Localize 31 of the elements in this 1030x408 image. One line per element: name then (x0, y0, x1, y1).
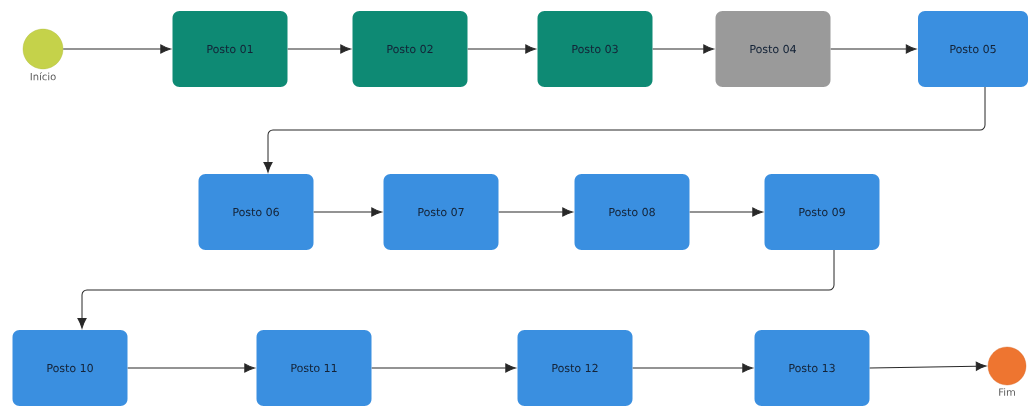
arrow (371, 363, 516, 373)
arrow (263, 86, 986, 173)
process-box: Posto 10 (12, 330, 128, 406)
process-box: Posto 12 (517, 330, 633, 406)
arrow (498, 207, 573, 217)
arrow (830, 44, 917, 54)
process-box: Posto 05 (918, 11, 1028, 87)
arrow (689, 207, 763, 217)
arrow (127, 363, 255, 373)
process-box: Posto 03 (537, 11, 653, 87)
arrow (652, 44, 714, 54)
process-box: Posto 06 (198, 174, 314, 250)
process-box: Posto 07 (383, 174, 499, 250)
process-box: Posto 04 (715, 11, 831, 87)
process-box: Posto 08 (574, 174, 690, 250)
arrow (313, 207, 382, 217)
terminal-circle (987, 346, 1027, 386)
arrow (287, 44, 351, 54)
arrow (869, 361, 987, 371)
process-box: Posto 02 (352, 11, 468, 87)
process-box: Posto 01 (172, 11, 288, 87)
arrow (632, 363, 753, 373)
node-caption: Fim (999, 388, 1015, 396)
arrow (77, 249, 835, 329)
arrow (467, 44, 536, 54)
arrow (62, 44, 171, 54)
process-box: Posto 11 (256, 330, 372, 406)
process-box: Posto 09 (764, 174, 880, 250)
node-caption: Início (30, 72, 56, 81)
process-box: Posto 13 (754, 330, 870, 406)
terminal-circle (22, 28, 64, 70)
